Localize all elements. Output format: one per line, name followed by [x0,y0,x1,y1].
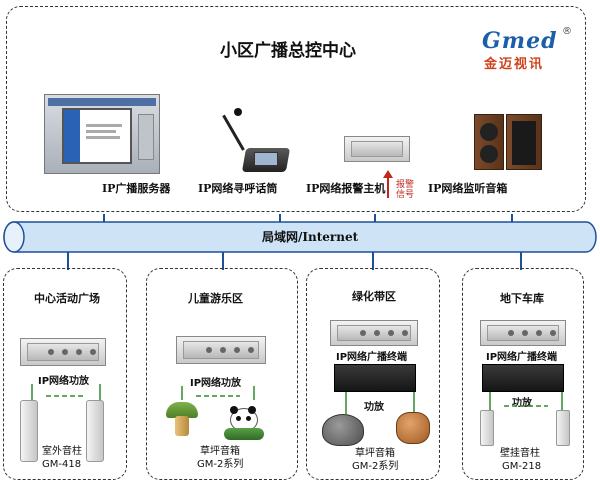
logo-subtitle: 金迈视讯 [484,57,545,72]
zone-3-rock-speaker-right [396,412,430,444]
zone-4-amp-label: 功放 [512,398,532,409]
zone-1-column-speaker-right [86,400,104,462]
zone-4-device-label: IP网络广播终端 [486,352,558,363]
zone-1-column-speaker-left [20,400,38,462]
ip-paging-microphone-label: IP网络寻呼话筒 [198,182,278,195]
zone-2-model: GM-2系列 [197,459,244,470]
zone-3-power-amp-image [334,364,416,392]
zone-4-wall-speaker-right [556,410,570,446]
network-backbone [3,214,597,253]
zone-4-connector [489,392,563,412]
logo-registered-mark: ® [562,26,572,37]
drop-line-zone-1 [67,252,69,270]
alarm-signal-note: 报警信号 [396,180,415,200]
zone-2-device-label: IP网络功放 [190,378,242,389]
control-center-box [6,6,586,212]
zone-1-device-label: IP网络功放 [38,376,90,387]
zone-3-speaker-caption: 草坪音箱 [355,448,395,459]
zone-4-title: 地下车库 [500,292,544,305]
zone-4-terminal-image [480,320,566,346]
zone-box-4 [462,268,584,480]
drop-line-zone-4 [520,252,522,270]
ip-paging-microphone-image [222,108,292,176]
zone-3-title: 绿化带区 [352,290,396,303]
zone-3-rock-speaker-left [322,414,364,446]
control-center-title: 小区广播总控中心 [220,41,356,61]
zone-2-amplifier-image [176,336,266,364]
zone-1-title: 中心活动广场 [34,292,100,305]
zone-2-connector [181,386,255,400]
ip-monitor-speaker-label: IP网络监听音箱 [428,182,508,195]
zone-3-model: GM-2系列 [352,461,399,472]
zone-2-mushroom-speaker [166,402,198,438]
zone-1-amplifier-image [20,338,106,366]
zone-3-amp-label: 功放 [364,402,384,413]
zone-2-title: 儿童游乐区 [188,292,243,305]
zone-4-wall-speaker-left [480,410,494,446]
zone-box-2 [146,268,298,480]
zone-3-terminal-image [330,320,418,346]
logo-text: Gmed [482,28,558,54]
zone-2-panda-speaker [224,406,266,442]
network-label: 局域网/Internet [262,230,359,244]
zone-box-1 [3,268,127,480]
zone-3-device-label: IP网络广播终端 [336,352,408,363]
ip-alarm-host-label: IP网络报警主机 [306,182,386,195]
ip-monitor-speaker-image [474,114,544,170]
ip-broadcast-server-label: IP广播服务器 [102,182,171,195]
zone-4-power-amp-image [482,364,564,392]
drop-line-zone-2 [222,252,224,270]
zone-1-connector [31,384,101,402]
zone-1-speaker-caption: 室外音柱 [42,446,82,457]
zone-box-3 [306,268,440,480]
ip-alarm-host-image [344,136,410,162]
gmed-logo: Gmed ® 金迈视讯 [478,26,578,72]
zone-2-speaker-caption: 草坪音箱 [200,446,240,457]
alarm-arrow-icon [383,170,393,198]
zone-1-model: GM-418 [42,459,82,470]
drop-line-zone-3 [372,252,374,270]
zone-3-connector [345,392,415,414]
zone-4-speaker-caption: 壁挂音柱 [500,448,540,459]
ip-broadcast-server-image [44,94,160,174]
zone-4-model: GM-218 [502,461,542,472]
